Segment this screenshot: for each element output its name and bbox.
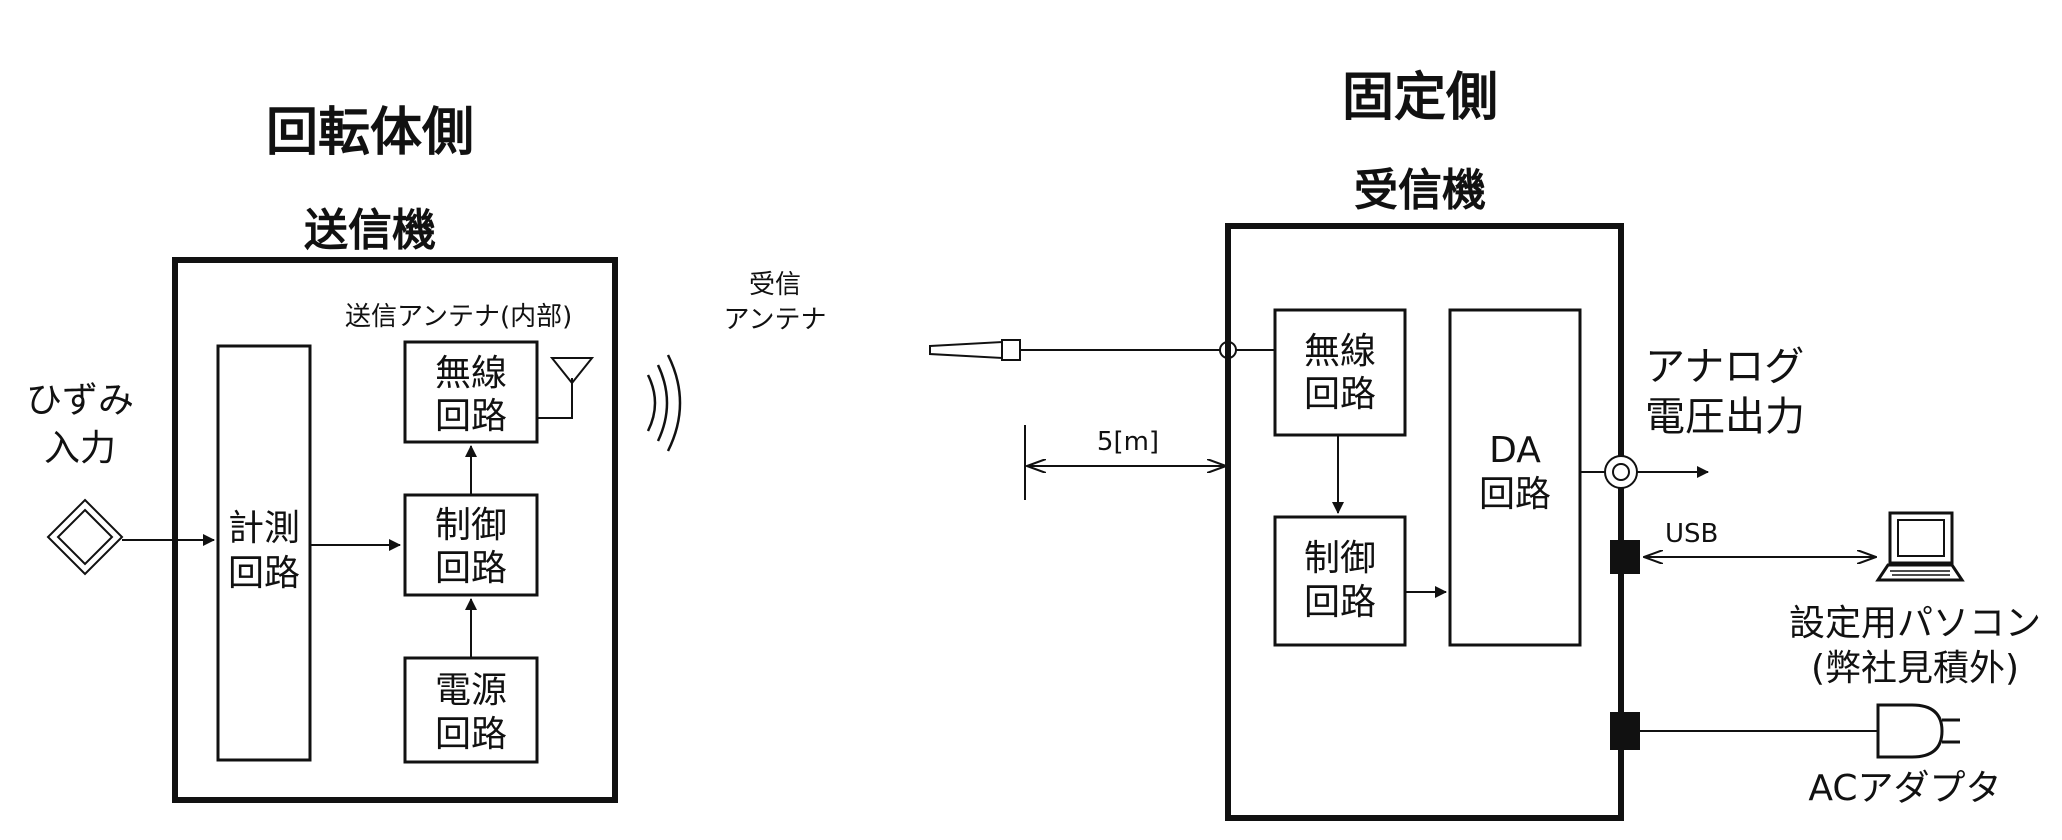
da-circuit-block[interactable]: [1448, 308, 1582, 647]
rx-radio-circuit-label-line2: 回路: [1304, 374, 1376, 415]
strain-input-label-line2: 入力: [44, 428, 116, 469]
measure-circuit-label-line1: 計測: [228, 508, 300, 549]
analog-output-label-line2: 電圧出力: [1645, 394, 1805, 440]
receive-antenna-label-line1: 受信: [749, 270, 801, 300]
power-circuit-label-line1: 電源: [435, 670, 507, 711]
receiver-box: [1225, 223, 1624, 821]
measure-circuit-block[interactable]: [216, 344, 312, 762]
tx-control-circuit-block[interactable]: [403, 493, 539, 597]
tx-radio-circuit-label-line1: 無線: [435, 353, 507, 394]
da-circuit-label-line1: DA: [1489, 430, 1541, 471]
usb-label: USB: [1665, 519, 1718, 549]
power-circuit-label-line2: 回路: [435, 714, 507, 755]
pc-label-line1: 設定用パソコン: [1789, 603, 2041, 644]
power-port[interactable]: [1610, 712, 1640, 750]
tx-radio-circuit-label-line2: 回路: [435, 396, 507, 437]
rotor-side-title: 回転体側: [266, 103, 474, 163]
da-circuit-label-line2: 回路: [1479, 474, 1551, 515]
tx-control-circuit-label-line1: 制御: [435, 505, 507, 546]
rx-radio-circuit-label-line1: 無線: [1304, 331, 1376, 372]
measure-circuit-label-line2: 回路: [228, 553, 300, 594]
fixed-side-title: 固定側: [1342, 68, 1498, 128]
receiver-title: 受信機: [1354, 165, 1486, 216]
receive-antenna-label-line2: アンテナ: [724, 305, 827, 335]
strain-gauge-bridge-icon: [46, 498, 124, 576]
tx-control-circuit-label-line2: 回路: [435, 548, 507, 589]
pc-label-line2: (弊社見積外): [1811, 648, 2019, 689]
antenna-icon: [537, 357, 595, 419]
tx-radio-circuit-block[interactable]: [403, 340, 539, 444]
usb-port[interactable]: [1610, 540, 1640, 574]
analog-output-label-line1: アナログ: [1645, 344, 1804, 390]
rx-control-circuit-label-line2: 回路: [1304, 582, 1376, 623]
distance-label: 5[m]: [1097, 427, 1159, 457]
laptop-icon: [1875, 511, 1965, 582]
transmitter-title: 送信機: [304, 205, 436, 256]
rx-radio-circuit-block[interactable]: [1273, 308, 1407, 437]
ac-adapter-plug-icon: [1876, 703, 1960, 759]
ac-adapter-label: ACアダプタ: [1808, 768, 2001, 809]
receiving-antenna-icon: [929, 339, 1021, 361]
transmitter-box: [172, 257, 618, 803]
rx-control-circuit-block[interactable]: [1273, 515, 1407, 647]
strain-input-label-line1: ひずみ: [26, 380, 134, 421]
transmit-antenna-label: 送信アンテナ(内部): [345, 302, 572, 332]
rx-control-circuit-label-line1: 制御: [1304, 538, 1376, 579]
radio-wave-icon: [646, 354, 682, 452]
bnc-connector-icon: [1604, 455, 1638, 489]
